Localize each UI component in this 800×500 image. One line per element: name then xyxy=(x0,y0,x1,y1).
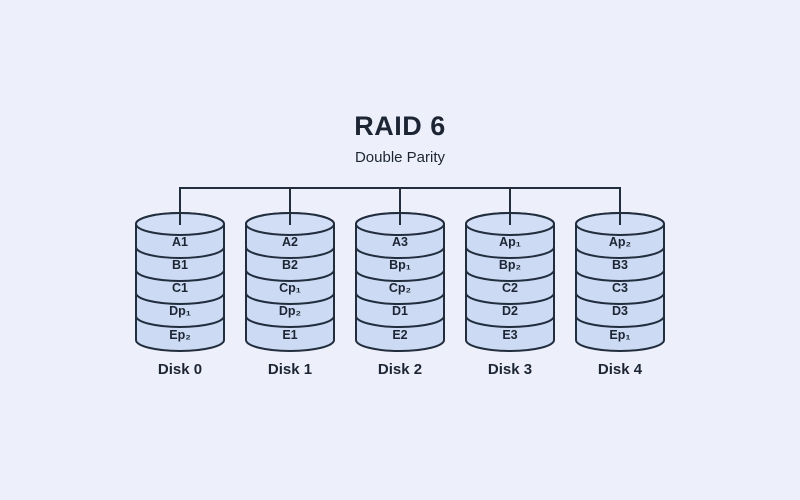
disk-block-label: Ap₂ xyxy=(608,235,632,249)
disk-block-label: Bp₁ xyxy=(389,258,411,272)
disk-block-label: C2 xyxy=(502,281,518,295)
disk-block-label: D1 xyxy=(392,304,408,318)
disk-block-label: A1 xyxy=(172,235,188,249)
diagram-subtitle: Double Parity xyxy=(354,149,446,166)
disk-block-label: E1 xyxy=(282,328,298,342)
disk-block-label: C3 xyxy=(612,281,628,295)
disk-block-label: Ep₁ xyxy=(609,328,631,342)
disk-group-2: A3 Bp₁ Cp₂ D1 E2 xyxy=(355,210,445,352)
disk-block-label: D3 xyxy=(612,304,628,318)
disk-block-label: Ap₁ xyxy=(499,235,521,249)
disk-block-label: Cp₁ xyxy=(279,281,301,295)
disk-block-label: A3 xyxy=(392,235,408,249)
disk-block-label: Dp₁ xyxy=(169,304,191,318)
disk-name-label: Disk 2 xyxy=(377,361,423,378)
disk-block-label: E3 xyxy=(502,328,518,342)
disk-block-label: D2 xyxy=(502,304,518,318)
disk-block-label: Bp₂ xyxy=(498,258,522,272)
disk-group-3: Ap₁ Bp₂ C2 D2 E3 xyxy=(465,210,555,352)
disk-block-label: A2 xyxy=(282,235,298,249)
disk-group-0: A1 B1 C1 Dp₁ Ep₂ xyxy=(135,210,225,352)
disk-block-label: Ep₂ xyxy=(169,328,191,342)
diagram-title: RAID 6 xyxy=(354,111,446,141)
disk-block-label: C1 xyxy=(172,281,188,295)
disk-name-label: Disk 1 xyxy=(267,361,313,378)
disk-name-label: Disk 4 xyxy=(597,361,643,378)
disk-block-label: Cp₂ xyxy=(388,281,412,295)
disk-name-label: Disk 3 xyxy=(487,361,533,378)
disk-name-label: Disk 0 xyxy=(157,361,203,378)
disk-block-label: Dp₂ xyxy=(278,304,302,318)
disk-group-4: Ap₂ B3 C3 D3 Ep₁ xyxy=(575,210,665,352)
disk-block-label: B3 xyxy=(612,258,628,272)
disk-group-1: A2 B2 Cp₁ Dp₂ E1 xyxy=(245,210,335,352)
disk-block-label: E2 xyxy=(392,328,408,342)
disk-block-label: B2 xyxy=(282,258,298,272)
disk-block-label: B1 xyxy=(172,258,188,272)
